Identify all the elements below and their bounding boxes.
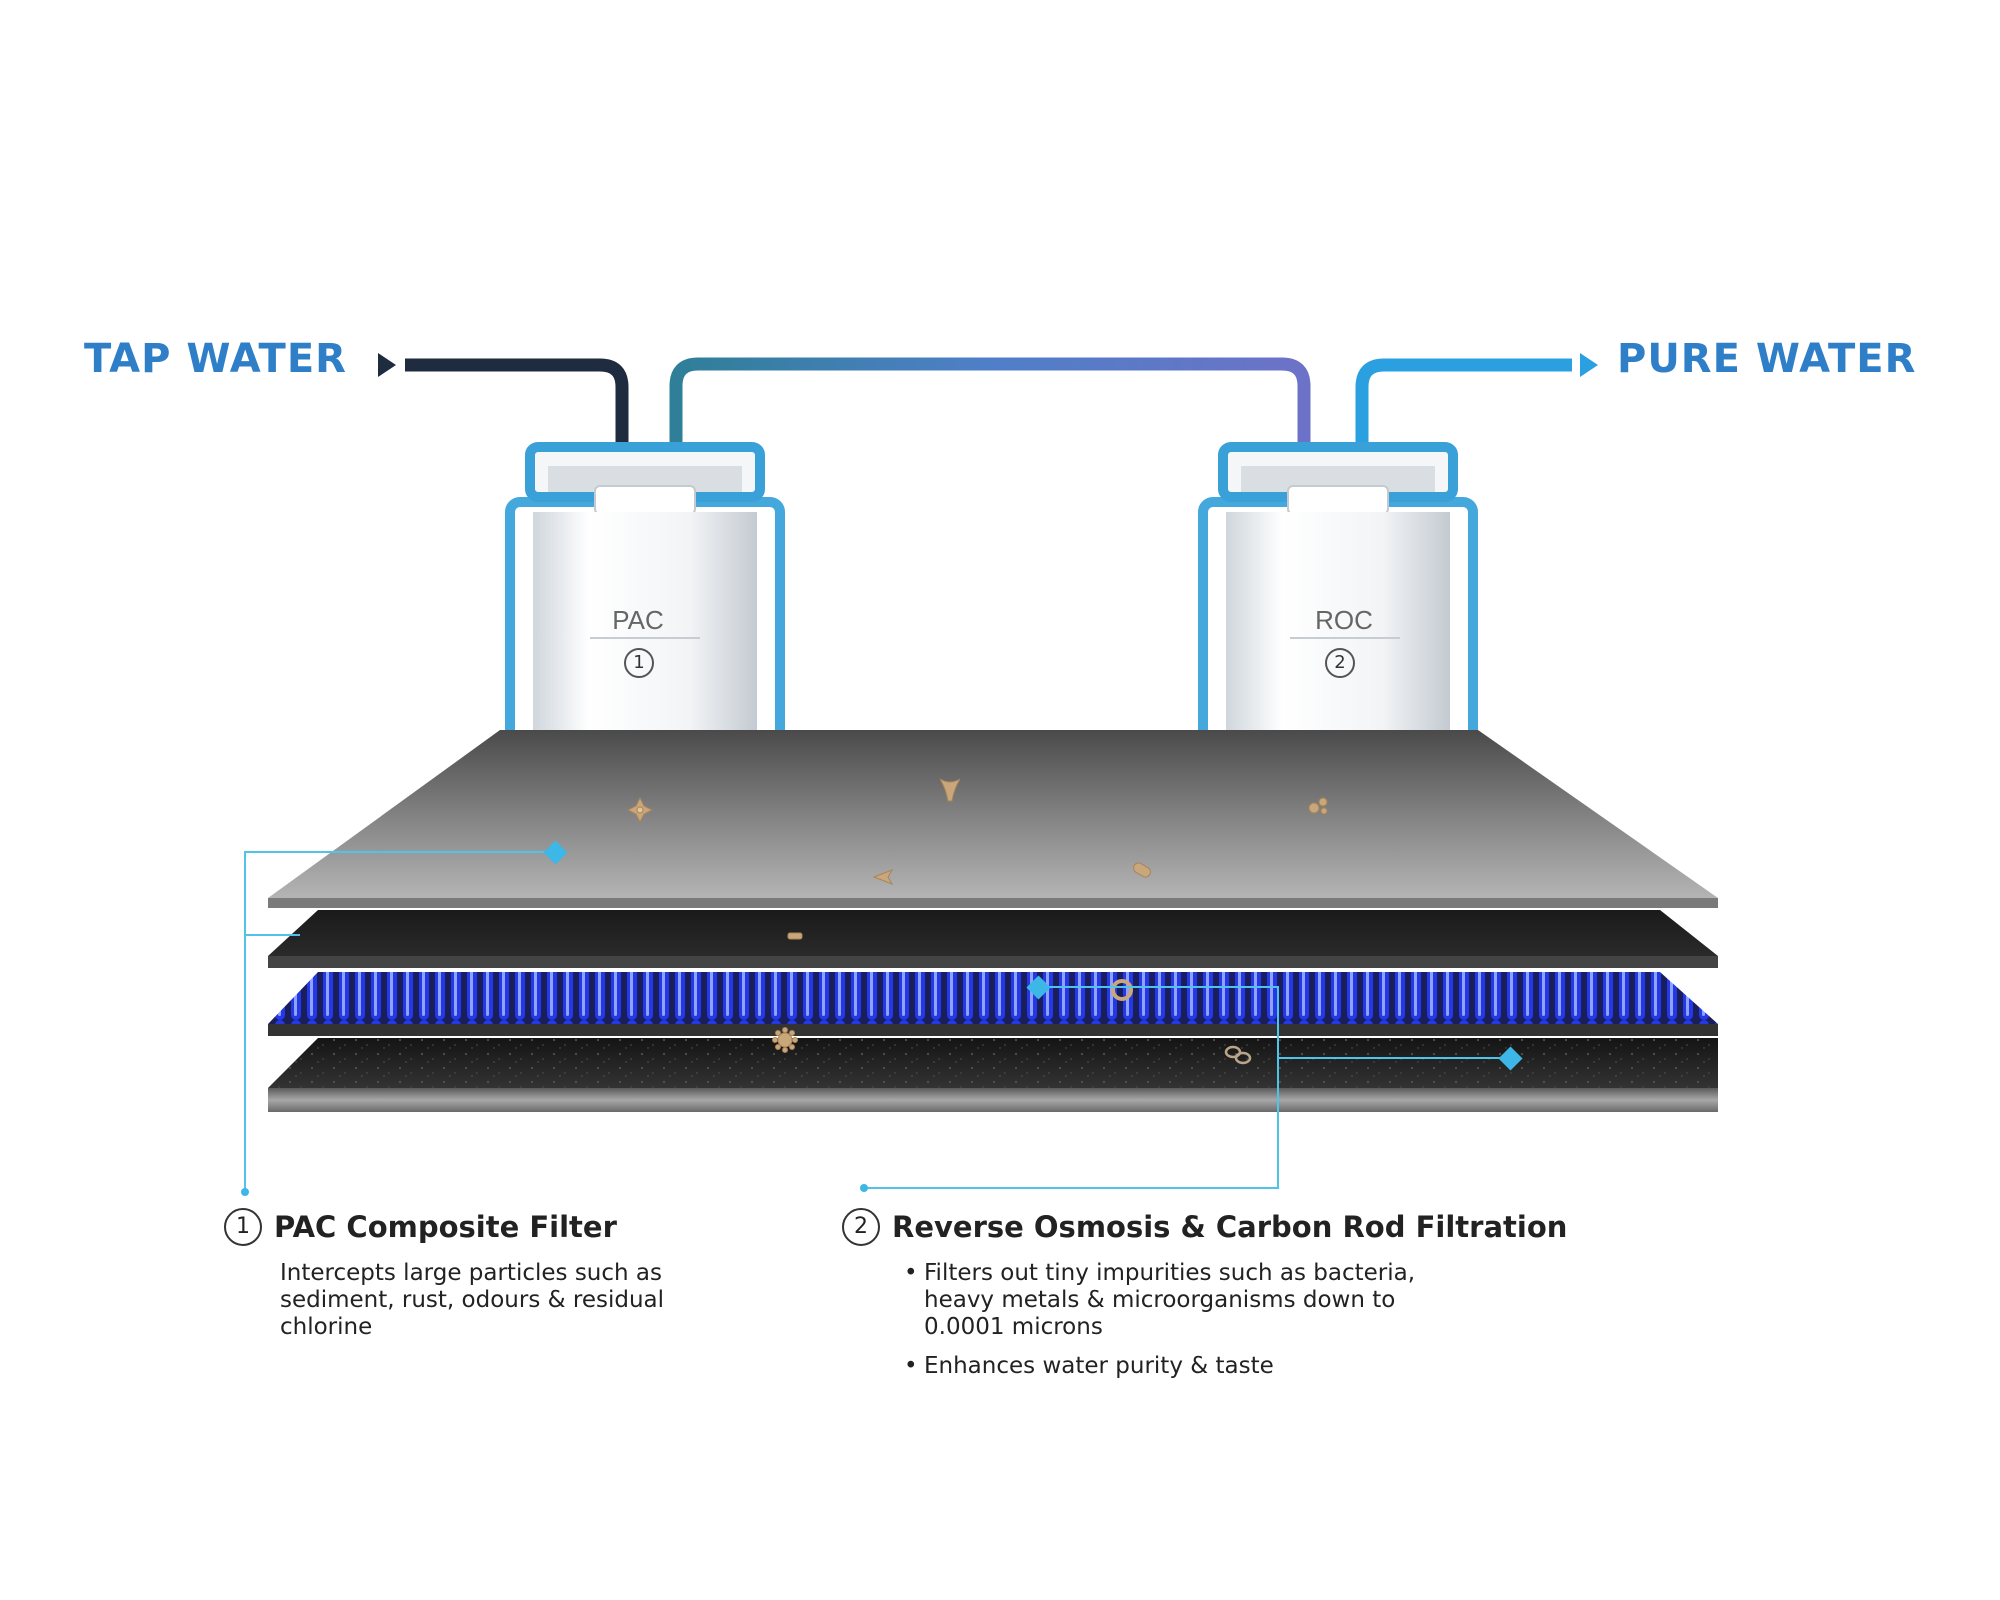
filter-1-description: 1 PAC Composite Filter Intercepts large … — [224, 1208, 784, 1341]
cartridge-1-name: PAC — [612, 605, 664, 635]
filter-2-number-badge: 2 — [842, 1208, 880, 1246]
filter-1-text: Intercepts large particles such as sedim… — [280, 1260, 665, 1340]
particle-icon — [1133, 862, 1151, 878]
filter-1-number-badge: 1 — [224, 1208, 262, 1246]
filter-2-point: Enhances water purity & taste — [904, 1353, 1464, 1380]
sediment-layer — [268, 730, 1718, 908]
cartridge-2-name: ROC — [1315, 605, 1373, 635]
pure-water-label: PURE WATER — [1617, 336, 1917, 382]
activated-carbon-layer — [268, 910, 1718, 968]
leader-line-filter-1 — [244, 851, 555, 1192]
tap-water-label: TAP WATER — [84, 336, 347, 382]
filter-2-heading: 2 Reverse Osmosis & Carbon Rod Filtratio… — [842, 1208, 1662, 1246]
particle-icon — [772, 1027, 798, 1053]
connector-pipe — [669, 357, 1311, 450]
leader-end-dot — [860, 1184, 868, 1192]
outlet-pipe — [1355, 353, 1598, 450]
particle-icon — [626, 796, 654, 824]
filter-1-title: PAC Composite Filter — [274, 1210, 617, 1244]
particle-icon — [872, 869, 894, 885]
particle-icon — [1111, 979, 1133, 1001]
cartridge-2-number: 2 — [1325, 648, 1355, 678]
marker-icon — [1498, 1046, 1523, 1071]
filter-1-heading: 1 PAC Composite Filter — [224, 1208, 784, 1246]
ro-membrane-layer — [268, 972, 1718, 1036]
marker-icon — [1026, 975, 1051, 1000]
particle-icon — [787, 932, 803, 940]
filter-2-description: 2 Reverse Osmosis & Carbon Rod Filtratio… — [842, 1208, 1662, 1392]
pac-cartridge — [505, 442, 785, 757]
filter-2-points: Filters out tiny impurities such as bact… — [842, 1260, 1464, 1380]
particle-icon — [1308, 797, 1328, 815]
carbon-block-layer — [268, 1038, 1718, 1112]
particle-icon — [939, 778, 961, 802]
leader-line-filter-2 — [864, 986, 1510, 1189]
filter-2-point: Filters out tiny impurities such as bact… — [904, 1260, 1464, 1341]
roc-cartridge — [1198, 442, 1478, 757]
leader-end-dot — [241, 1188, 249, 1196]
cartridge-1-number: 1 — [624, 648, 654, 678]
particle-icon — [1224, 1045, 1252, 1065]
outlet-arrow-icon — [1580, 353, 1598, 377]
filter-2-title: Reverse Osmosis & Carbon Rod Filtration — [892, 1210, 1568, 1244]
inlet-pipe — [378, 353, 629, 450]
inlet-arrow-icon — [378, 353, 396, 377]
